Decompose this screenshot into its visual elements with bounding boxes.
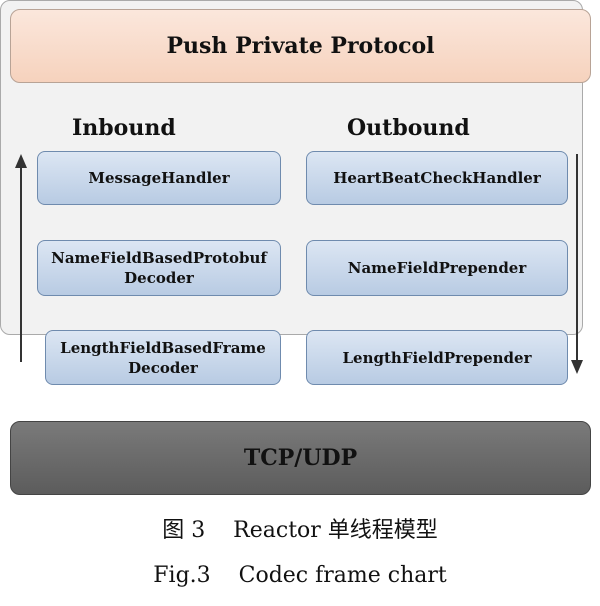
inbound-handler-frame-decoder: LengthFieldBasedFrame Decoder — [45, 330, 281, 385]
top-layer-label: Push Private Protocol — [166, 33, 435, 59]
outbound-heading: Outbound — [347, 115, 470, 141]
bottom-layer-label: TCP/UDP — [243, 445, 358, 471]
inbound-up-arrow-icon — [15, 154, 27, 362]
caption-english: Fig.3 Codec frame chart — [153, 563, 447, 588]
outbound-handler-length-prepender: LengthFieldPrepender — [306, 330, 568, 385]
inbound-handler-message: MessageHandler — [37, 151, 281, 205]
outbound-down-arrow-icon — [571, 154, 583, 374]
inbound-heading: Inbound — [72, 115, 176, 141]
outbound-handler-heartbeat: HeartBeatCheckHandler — [306, 151, 568, 205]
inbound-handler-protobuf-decoder: NameFieldBasedProtobuf Decoder — [37, 240, 281, 296]
caption-chinese: 图 3 Reactor 单线程模型 — [162, 518, 438, 543]
push-private-protocol-layer: Push Private Protocol — [10, 9, 591, 83]
outbound-handler-name-prepender: NameFieldPrepender — [306, 240, 568, 296]
tcp-udp-layer: TCP/UDP — [10, 421, 591, 495]
